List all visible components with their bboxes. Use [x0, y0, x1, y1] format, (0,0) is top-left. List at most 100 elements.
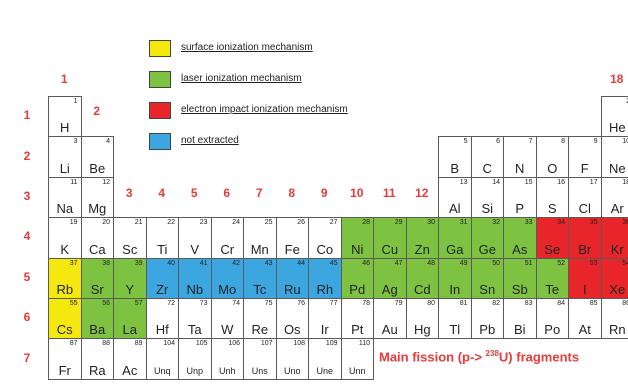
element-symbol: Ge — [478, 241, 496, 257]
element-symbol: Uns — [251, 365, 268, 376]
atomic-number: 15 — [524, 178, 533, 186]
element-symbol: As — [512, 241, 528, 257]
atomic-number: 11 — [70, 178, 78, 186]
element-symbol: P — [515, 201, 525, 217]
atomic-number: 73 — [199, 300, 208, 307]
atomic-number: 49 — [459, 259, 468, 267]
group-label-6: 6 — [223, 186, 231, 200]
atomic-number: 46 — [362, 259, 370, 267]
group-label-2: 2 — [93, 104, 101, 118]
group-label-7: 7 — [255, 186, 263, 200]
legend-label-not-extracted: not extracted — [181, 135, 239, 146]
element-cell-kr: 36Kr — [600, 217, 628, 259]
atomic-number: 36 — [622, 219, 628, 227]
element-symbol: O — [547, 160, 558, 176]
element-symbol: Mn — [250, 241, 269, 257]
atomic-number: 13 — [459, 178, 468, 186]
fission-note-suffix: U) fragments — [498, 349, 580, 365]
atomic-number: 17 — [589, 178, 598, 186]
atomic-number: 86 — [622, 300, 628, 307]
atomic-number: 51 — [524, 259, 533, 267]
atomic-number: 32 — [492, 219, 500, 227]
atomic-number: 56 — [102, 300, 110, 307]
group-label-8: 8 — [288, 186, 296, 200]
element-symbol: Cs — [56, 322, 73, 338]
element-symbol: Cr — [220, 241, 235, 257]
fission-note-prefix: Main fission (p-> — [379, 349, 486, 365]
element-cell-xe: 54Xe — [600, 257, 628, 299]
period-label-1: 1 — [23, 108, 31, 123]
atomic-number: 109 — [325, 340, 338, 348]
legend-swatch-laser — [149, 71, 171, 88]
element-symbol: Ac — [122, 362, 138, 378]
atomic-number: 43 — [264, 259, 273, 267]
atomic-number: 47 — [394, 259, 403, 267]
element-symbol: He — [608, 120, 626, 136]
atomic-number: 104 — [163, 340, 175, 348]
element-symbol: Fe — [284, 241, 300, 257]
atomic-number: 42 — [232, 259, 240, 267]
element-symbol: Li — [59, 160, 70, 176]
element-symbol: Sb — [511, 281, 528, 297]
atomic-number: 19 — [69, 219, 78, 227]
group-label-3: 3 — [125, 186, 133, 200]
atomic-number: 10 — [622, 138, 628, 146]
atomic-number: 105 — [195, 340, 208, 348]
atomic-number: 83 — [524, 300, 533, 307]
element-symbol: La — [122, 322, 137, 338]
atomic-number: 78 — [362, 300, 370, 307]
element-symbol: Unp — [186, 365, 203, 376]
period-label-3: 3 — [23, 189, 31, 203]
atomic-number: 81 — [459, 300, 468, 307]
element-symbol: Rn — [608, 322, 626, 338]
element-symbol: Une — [316, 365, 333, 376]
element-symbol: B — [450, 160, 460, 176]
atomic-number: 48 — [427, 259, 435, 267]
element-symbol: Ga — [446, 241, 464, 257]
period-label-2: 2 — [23, 148, 31, 163]
period-label-7: 7 — [23, 350, 31, 365]
element-symbol: Kr — [610, 241, 624, 257]
atomic-number: 57 — [134, 300, 143, 307]
element-symbol: Na — [56, 201, 74, 217]
atomic-number: 33 — [524, 219, 533, 227]
element-symbol: At — [578, 322, 591, 338]
period-label-5: 5 — [23, 269, 31, 284]
atomic-number: 3 — [73, 138, 78, 146]
legend-label-electron: electron impact ionization mechanism — [181, 104, 348, 115]
element-symbol: S — [547, 201, 557, 217]
element-symbol: Ni — [351, 241, 364, 257]
atomic-number: 45 — [329, 259, 338, 267]
element-cell-ar: 18Ar — [600, 176, 628, 219]
atomic-number: 22 — [167, 219, 175, 227]
atomic-number: 72 — [167, 300, 175, 307]
group-label-12: 12 — [415, 186, 429, 200]
